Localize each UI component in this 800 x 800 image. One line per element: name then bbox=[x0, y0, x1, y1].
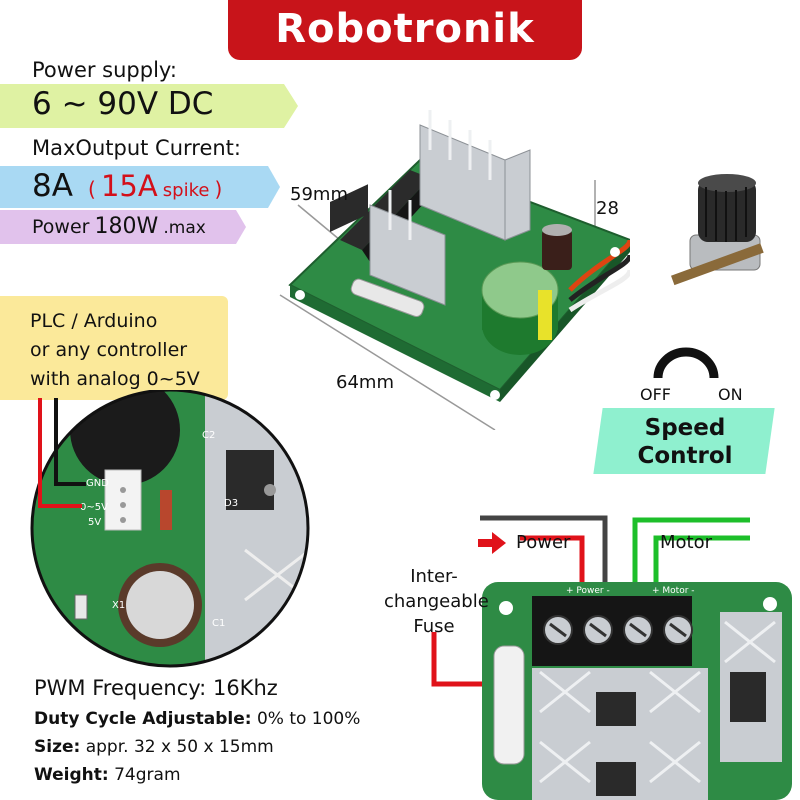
pwm-label: PWM Frequency: bbox=[34, 676, 207, 700]
power-band bbox=[0, 210, 236, 244]
wiring-motor-label: Motor bbox=[660, 532, 713, 553]
current-line: 8A ( 15A spike ) bbox=[32, 168, 222, 204]
fuse-callout-line1: Inter- bbox=[410, 566, 458, 587]
zoom-label-gnd: GND bbox=[86, 478, 109, 489]
current-band-tip bbox=[268, 166, 280, 208]
weight-label: Weight: bbox=[34, 765, 109, 785]
power-supply-label: Power supply: bbox=[32, 58, 177, 82]
power-suffix: .max bbox=[163, 218, 206, 238]
knob-arc-icon bbox=[653, 347, 719, 379]
current-band bbox=[0, 166, 268, 208]
speed-off-label: OFF bbox=[640, 385, 671, 404]
spike-word: spike bbox=[162, 180, 210, 201]
controller-note-line3: with analog 0~5V bbox=[30, 368, 200, 390]
power-supply-value: 6 ~ 90V DC bbox=[32, 86, 214, 122]
potentiometer-icon bbox=[671, 174, 764, 286]
spike-value: 15A bbox=[100, 169, 158, 203]
wiring-power-label: Power bbox=[516, 532, 571, 553]
weight-line: Weight: 74gram bbox=[34, 765, 181, 785]
weight-value: 74gram bbox=[114, 765, 181, 785]
power-word: Power bbox=[32, 216, 90, 238]
zoom-label-c2: C2 bbox=[202, 430, 216, 441]
zoom-label-d3: D3 bbox=[224, 498, 239, 509]
zoom-board-detail bbox=[30, 390, 310, 668]
power-supply-band-tip bbox=[284, 84, 298, 128]
controller-note-line2: or any controller bbox=[30, 339, 188, 361]
duty-line: Duty Cycle Adjustable: 0% to 100% bbox=[34, 709, 360, 729]
speed-control-title: Speed Control bbox=[600, 414, 770, 470]
spike-close: ) bbox=[214, 177, 223, 201]
arrow-right-icon bbox=[478, 532, 506, 554]
brand-banner bbox=[228, 0, 582, 60]
duty-label: Duty Cycle Adjustable: bbox=[34, 709, 252, 729]
brand-logo-text: Robotronik bbox=[275, 6, 535, 52]
wiring-board-diagram bbox=[431, 515, 792, 800]
power-supply-band bbox=[0, 84, 284, 128]
dimension-width: 59mm bbox=[290, 184, 348, 205]
pcb-motor-pins: + Motor - bbox=[652, 586, 695, 596]
speed-on-label: ON bbox=[718, 385, 743, 404]
spike-open: ( bbox=[88, 177, 96, 201]
zoom-label-5v: 5V bbox=[88, 517, 102, 528]
speed-control-line2: Control bbox=[637, 443, 733, 469]
max-current-label: MaxOutput Current: bbox=[32, 136, 241, 160]
controller-note-line1: PLC / Arduino bbox=[30, 310, 158, 332]
dimension-height: 28 bbox=[596, 198, 619, 219]
power-line: Power 180W .max bbox=[32, 214, 206, 239]
controller-note-text: PLC / Arduino or any controller with ana… bbox=[30, 307, 220, 394]
power-value: 180W bbox=[94, 214, 159, 239]
fuse-callout: Inter- changeable Fuse bbox=[384, 564, 489, 639]
size-label: Size: bbox=[34, 737, 81, 757]
size-value: appr. 32 x 50 x 15mm bbox=[85, 737, 274, 757]
product-board-illustration bbox=[279, 110, 630, 430]
duty-value: 0% to 100% bbox=[256, 709, 361, 729]
zoom-label-x1: X1 bbox=[112, 600, 126, 611]
current-value: 8A bbox=[32, 168, 73, 204]
signal-wires bbox=[38, 398, 86, 508]
controller-note bbox=[0, 296, 228, 400]
fuse-callout-line2: changeable bbox=[384, 591, 489, 612]
zoom-label-c1: C1 bbox=[212, 618, 226, 629]
pwm-line: PWM Frequency: 16Khz bbox=[34, 676, 278, 700]
speed-control-line1: Speed bbox=[644, 415, 726, 441]
pcb-power-pins: + Power - bbox=[566, 586, 610, 596]
pwm-value: 16Khz bbox=[212, 676, 278, 700]
dimension-length: 64mm bbox=[336, 372, 394, 393]
fuse-callout-line3: Fuse bbox=[413, 616, 455, 637]
power-band-tip bbox=[236, 210, 246, 244]
size-line: Size: appr. 32 x 50 x 15mm bbox=[34, 737, 274, 757]
zoom-label-0-5v: 0~5V bbox=[80, 502, 108, 513]
